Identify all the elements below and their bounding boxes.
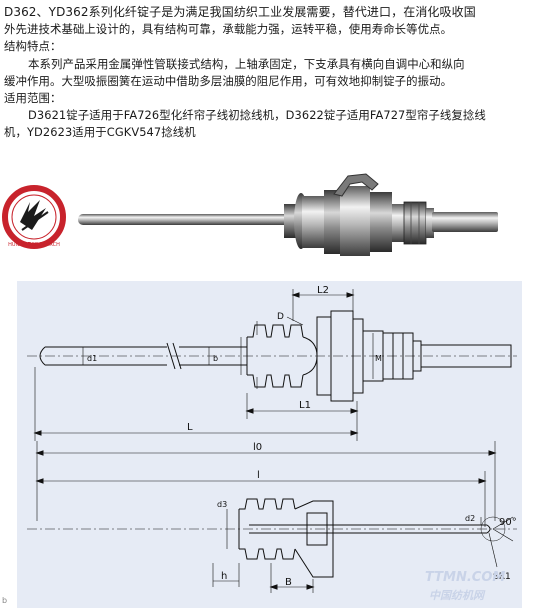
label-L: L	[187, 422, 193, 433]
spindle-nut	[403, 201, 427, 245]
stray-mark: b	[2, 596, 8, 605]
label-M: M	[375, 354, 382, 363]
label-D: D	[277, 312, 284, 322]
features-line-2: 缓冲作用。大型吸振圈簧在运动中借助多层油膜的阻尼作用，可有效地抑制锭子的振动。	[4, 73, 453, 88]
logo-ring-text: HUNAN TOP SEARCH	[8, 242, 60, 248]
spindle-bearing-housing	[340, 186, 370, 256]
company-logo: HUNAN TOP SEARCH	[2, 185, 66, 249]
label-90deg: 90°	[499, 517, 517, 528]
product-photo-area: HUNAN TOP SEARCH	[0, 150, 535, 278]
features-line-1: 本系列产品采用金属弹性管联接式结构，上轴承固定，下支承具有横向自调中心和纵向	[28, 56, 465, 71]
watermark-line-2: 中国纺机网	[429, 589, 486, 602]
label-B: B	[285, 577, 292, 588]
label-d3: d3	[217, 500, 227, 509]
label-L2: L2	[317, 285, 329, 296]
intro-line-2: 外先进技术基础上设计的，具有结构可靠，承载能力强，运转平稳，使用寿命长等优点。	[4, 22, 453, 37]
features-title: 结构特点：	[4, 39, 62, 54]
label-d1: d1	[87, 354, 97, 363]
label-L1: L1	[299, 400, 311, 411]
product-photo: HUNAN TOP SEARCH	[2, 173, 498, 256]
spindle-bottom-stem	[432, 212, 498, 232]
intro-line-1: D362、YD362系列化纤锭子是为满足我国纺织工业发展需要，替代进口，在消化吸…	[4, 5, 476, 19]
label-l: l	[257, 470, 260, 481]
spindle-shaft	[78, 214, 290, 225]
label-SR1: SR1	[493, 572, 511, 582]
label-b: b	[213, 354, 218, 363]
scope-line-1: D3621锭子适用于FA726型化纤帘子线初捻线机，D3622锭子适用FA727…	[28, 108, 486, 123]
label-l0: l0	[253, 442, 262, 453]
label-d2: d2	[465, 514, 475, 523]
watermark-line-1: TTMN.COM	[425, 570, 505, 585]
technical-drawing-svg: L2 D d1 b M L1 L l0 l d3 d2 90° h B SR1 …	[27, 285, 517, 602]
scope-title: 适用范围：	[4, 91, 62, 106]
label-h: h	[221, 571, 227, 582]
scope-line-2: 机，YD2623适用于CGKV547捻线机	[4, 125, 196, 140]
technical-drawing: L2 D d1 b M L1 L l0 l d3 d2 90° h B SR1 …	[17, 281, 522, 608]
intro-text: D362、YD362系列化纤锭子是为满足我国纺织工业发展需要，替代进口，在消化吸…	[4, 4, 531, 142]
